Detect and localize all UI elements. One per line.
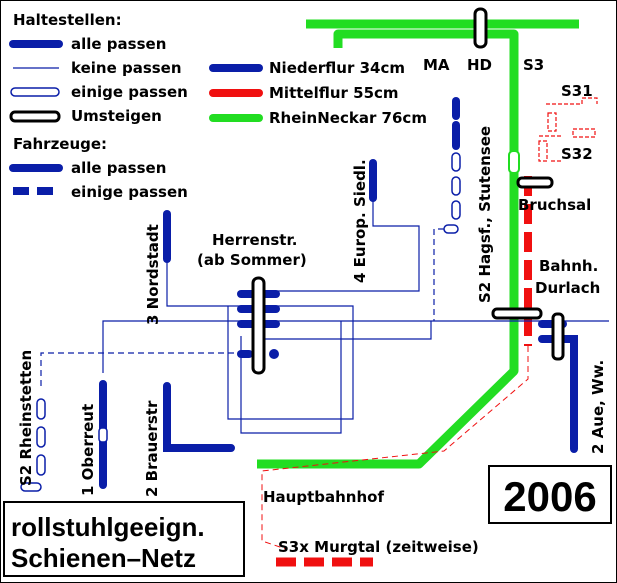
label-rheinstetten: S2 Rheinstetten [17, 350, 35, 486]
label-hauptbahnhof: Hauptbahnhof [263, 488, 384, 506]
legend-stops-heading: Haltestellen: [13, 11, 122, 29]
label-hd: HD [467, 56, 492, 74]
red-thin-line [261, 346, 529, 550]
dashed-hagsfeld [433, 228, 444, 321]
label-herrenstr-1: Herrenstr. [212, 231, 297, 249]
blue-thick-network [99, 159, 578, 489]
oberreut-gap [98, 427, 108, 443]
legend-swatch-hollow [10, 87, 60, 97]
hollow-hagsfeld-2 [451, 176, 461, 196]
place-labels: MA HD S3 S31 S32 Bruchsal S2 Hagsf., Stu… [17, 56, 607, 556]
label-ma: MA [423, 56, 450, 74]
label-durlach-2: Durlach [535, 279, 600, 297]
label-s32: S32 [561, 145, 593, 163]
title-line1: rollstuhlgeeign. [11, 512, 205, 542]
label-bruchsal: Bruchsal [518, 196, 591, 214]
red-s31-stops [538, 97, 598, 162]
label-nordstadt: 3 Nordstadt [144, 224, 162, 325]
transfer-durlach-h [491, 307, 543, 320]
green-hollow-stop [508, 150, 520, 174]
transfer-hd [473, 7, 488, 49]
thin-durlach [263, 321, 432, 340]
year-box: 2006 [488, 465, 612, 524]
legend: Haltestellen: alle passen keine passen e… [9, 11, 427, 201]
hollow-rheinstetten-3 [36, 454, 46, 476]
hollow-rheinstetten-2 [36, 426, 46, 448]
green-network [257, 19, 579, 469]
label-hagsfeld: S2 Hagsf., Stutensee [476, 126, 494, 303]
year-label: 2006 [503, 473, 596, 520]
legend-niederflur: Niederflur 34cm [269, 59, 405, 77]
legend-stop-some: einige passen [71, 83, 188, 101]
stop-herrenstr-dot [269, 349, 279, 359]
label-s3: S3 [523, 56, 544, 74]
legend-mittelflur: Mittelflur 55cm [269, 84, 399, 102]
label-brauerstr: 2 Brauerstr [143, 400, 161, 497]
hollow-rheinstetten-1 [36, 398, 46, 420]
label-durlach-1: Bahnh. [539, 257, 598, 275]
label-herrenstr-2: (ab Sommer) [197, 251, 307, 269]
year-frame [488, 465, 612, 524]
legend-vehicle-some: einige passen [71, 183, 188, 201]
blue-hollow-stops [20, 152, 461, 492]
title-line2: Schienen–Netz [11, 543, 196, 573]
thin-nordstadt [166, 261, 246, 307]
hollow-hagsfeld-4 [443, 224, 459, 234]
transfer-stations [251, 7, 565, 375]
legend-rheinneckar: RheinNeckar 76cm [269, 109, 427, 127]
thin-europ [246, 201, 420, 292]
legend-vehicle-all: alle passen [71, 159, 166, 177]
hollow-rheinstetten-4 [20, 482, 42, 492]
hollow-hagsfeld-3 [451, 200, 461, 220]
transfer-durlach-v [551, 312, 565, 361]
thin-loop [227, 305, 354, 420]
thin-loop2 [240, 321, 342, 434]
hollow-hagsfeld-1 [451, 152, 461, 172]
stop-brauerstr [163, 382, 235, 452]
label-murgtal: S3x Murgtal (zeitweise) [278, 538, 479, 556]
label-s31: S31 [561, 82, 593, 100]
legend-stop-none: keine passen [71, 59, 182, 77]
legend-stop-umsteigen: Umsteigen [71, 107, 162, 125]
label-europ: 4 Europ. Siedl. [351, 159, 369, 283]
title-box: rollstuhlgeeign. Schienen–Netz [3, 501, 245, 577]
thin-west [102, 320, 246, 373]
legend-stop-all: alle passen [71, 35, 166, 53]
transfer-herrenstr [251, 276, 266, 375]
label-oberreut: 1 Oberreut [79, 404, 97, 496]
legend-vehicles-heading: Fahrzeuge: [13, 135, 107, 153]
title-frame [3, 501, 245, 577]
legend-swatch-umsteigen [9, 110, 61, 123]
transfer-bruchsal [516, 176, 554, 189]
dashed-rheinstetten [40, 352, 263, 386]
label-aue: 2 Aue, Ww. [589, 360, 607, 454]
blue-thin-network [40, 201, 609, 434]
